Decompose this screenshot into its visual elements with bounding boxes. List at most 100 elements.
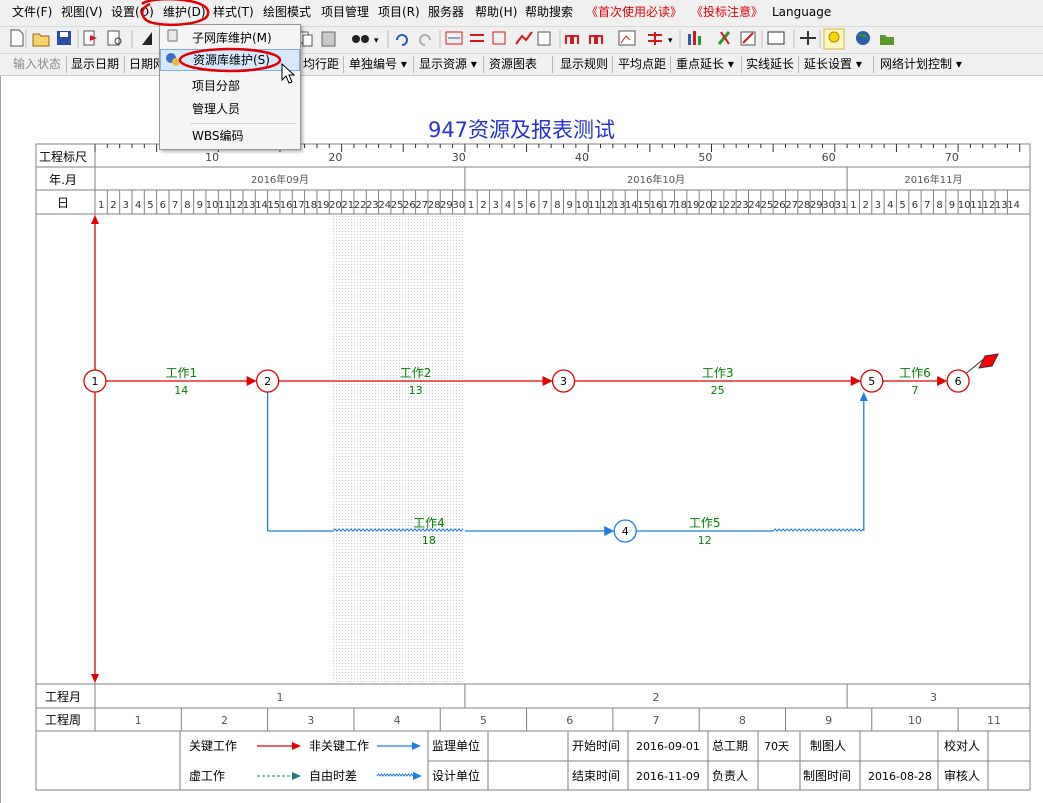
show-resources-button[interactable]: 显示资源 ▾ — [419, 57, 477, 71]
day-label: 18 — [304, 200, 317, 211]
date-grid-button[interactable]: 日期网 — [129, 57, 166, 71]
arrow-head — [859, 392, 868, 401]
day-label: 3 — [493, 200, 499, 211]
network-tool-8-icon[interactable] — [618, 30, 636, 46]
day-label: 4 — [505, 200, 511, 211]
undo-icon[interactable] — [396, 34, 408, 46]
open-folder-icon[interactable] — [32, 33, 50, 47]
bar-chart-icon[interactable] — [688, 31, 701, 45]
network-tool-9-icon[interactable]: ▾ — [648, 32, 673, 46]
print-preview-icon[interactable] — [107, 30, 122, 46]
network-tool-1-icon[interactable] — [445, 31, 463, 45]
drawing-canvas[interactable] — [0, 76, 1043, 803]
export-icon[interactable] — [83, 30, 97, 46]
legend-reviewer-label: 审核人 — [944, 768, 980, 783]
show-rules-button[interactable]: 显示规则 — [560, 57, 609, 71]
shaded-region — [332, 214, 465, 684]
arrow-head — [850, 376, 861, 386]
network-tool-5-icon[interactable] — [537, 31, 551, 46]
show-date-button[interactable]: 显示日期 — [71, 57, 120, 71]
menu-item-managers[interactable]: 管理人员 — [192, 102, 241, 116]
day-label: 5 — [899, 200, 905, 211]
menu-project-management[interactable]: 项目管理 — [321, 5, 370, 19]
new-file-icon[interactable] — [10, 29, 24, 47]
separate-numbering-button[interactable]: 单独编号 ▾ — [349, 57, 407, 71]
menu-item-subnet-library[interactable]: 子网库维护(M) — [192, 31, 272, 45]
input-state-button[interactable]: 输入状态 — [13, 57, 62, 71]
menu-server[interactable]: 服务器 — [428, 5, 465, 19]
svg-text:▾: ▾ — [668, 36, 673, 46]
day-label: 7 — [924, 200, 930, 211]
menu-style[interactable]: 样式(T) — [213, 5, 254, 19]
redo-icon[interactable] — [419, 34, 431, 46]
extend-settings-button[interactable]: 延长设置 ▾ — [804, 57, 862, 71]
network-tool-2-icon[interactable] — [470, 34, 484, 42]
menu-first-use[interactable]: 《首次使用必读》 — [586, 5, 683, 19]
paste-icon[interactable] — [321, 31, 336, 47]
activity-name: 工作1 — [165, 366, 197, 380]
day-label: 19 — [317, 200, 330, 211]
standard-toolbar-icons: ▾ ▾ — [10, 28, 894, 50]
menu-draw-mode[interactable]: 绘图模式 — [263, 5, 312, 19]
menu-view[interactable]: 视图(V) — [61, 5, 103, 19]
day-label: 8 — [554, 200, 560, 211]
network-node — [946, 369, 970, 393]
menu-separator — [190, 123, 296, 124]
network-tool-3-icon[interactable] — [492, 31, 506, 45]
folder-open-icon[interactable] — [880, 35, 894, 45]
network-tool-7-icon[interactable] — [589, 35, 603, 44]
menu-bid-notice[interactable]: 《投标注意》 — [691, 5, 764, 19]
month-row-label: 年.月 — [49, 173, 77, 187]
day-label: 21 — [341, 200, 354, 211]
project-month-row-label: 工程月 — [45, 689, 81, 704]
legend-owner-label: 负责人 — [712, 769, 748, 783]
network-tool-4-icon[interactable] — [515, 31, 533, 45]
arrow-head — [246, 376, 257, 386]
toolbar-separator — [741, 56, 742, 73]
day-label: 29 — [810, 200, 823, 211]
menu-file[interactable]: 文件(F) — [12, 5, 53, 19]
menu-project[interactable]: 项目(R) — [378, 5, 420, 19]
network-tool-6-icon[interactable] — [565, 35, 579, 44]
menu-help[interactable]: 帮助(H) — [475, 5, 518, 19]
activity-name: 工作2 — [400, 366, 432, 380]
day-label: 9 — [567, 200, 573, 211]
chart-frame — [35, 143, 1031, 791]
day-label: 10 — [958, 200, 971, 211]
menu-help-search[interactable]: 帮助搜索 — [525, 5, 574, 19]
edit-icon[interactable] — [740, 31, 756, 46]
screen-icon[interactable] — [767, 31, 785, 45]
globe-icon[interactable] — [856, 31, 870, 45]
find-icon[interactable]: ▾ — [352, 35, 379, 46]
day-label: 22 — [724, 200, 737, 211]
bulb-icon[interactable] — [823, 28, 845, 50]
day-label: 13 — [613, 200, 626, 211]
draw-triangle-icon[interactable] — [142, 32, 152, 45]
toolbar-separator — [612, 56, 613, 73]
legend-start-time-label: 开始时间 — [572, 739, 620, 753]
menu-item-resource-library[interactable]: 资源库维护(S) — [160, 49, 300, 71]
project-week-label: 10 — [908, 714, 922, 727]
network-control-button[interactable]: 网络计划控制 ▾ — [880, 57, 962, 71]
menu-language[interactable]: Language — [772, 5, 832, 19]
day-label: 18 — [674, 200, 687, 211]
day-label: 6 — [160, 200, 166, 211]
day-label: 8 — [184, 200, 190, 211]
save-icon[interactable] — [57, 31, 71, 45]
day-label: 16 — [650, 200, 663, 211]
menu-item-wbs-code[interactable]: WBS编码 — [192, 129, 244, 143]
ruler-row-label: 工程标尺 — [39, 149, 87, 164]
average-spacing-button[interactable]: 平均点距 — [618, 57, 667, 71]
key-extend-button[interactable]: 重点延长 ▾ — [676, 57, 734, 71]
svg-text:▾: ▾ — [374, 36, 379, 46]
plane-icon[interactable] — [800, 31, 816, 45]
tools-icon[interactable] — [717, 31, 731, 45]
resource-chart-button[interactable]: 资源图表 — [489, 57, 538, 71]
day-label: 27 — [785, 200, 798, 211]
even-row-spacing-button[interactable]: 均行距 — [303, 57, 340, 71]
solid-extend-button[interactable]: 实线延长 — [746, 57, 795, 71]
legend-dummy-work: 虚工作 — [189, 769, 225, 783]
menu-item-project-division[interactable]: 项目分部 — [192, 79, 241, 93]
day-label: 1 — [98, 200, 104, 211]
